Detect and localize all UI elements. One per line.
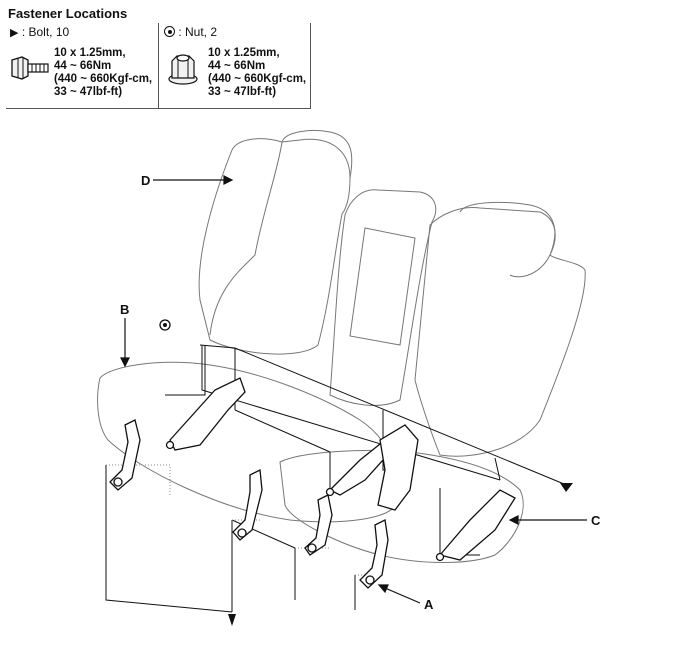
bolt-legend-header: ▶ : Bolt, 10 bbox=[10, 25, 69, 39]
bolt-marker-icon bbox=[228, 614, 236, 626]
nut-legend-label: : Nut, 2 bbox=[178, 25, 218, 39]
nut-marker-icon bbox=[159, 319, 171, 331]
right-seatback bbox=[414, 206, 586, 457]
guide-box-left bbox=[199, 344, 565, 485]
bolt-icon bbox=[11, 56, 49, 80]
bolt-spec-line: 44 ~ 66Nm bbox=[54, 60, 112, 72]
left-seat-cushion bbox=[97, 361, 399, 523]
bolt-spec-line: 10 x 1.25mm, bbox=[54, 47, 126, 59]
bracket-8 bbox=[438, 489, 516, 561]
bolt-marker-icon bbox=[560, 483, 573, 492]
legend-divider bbox=[158, 23, 159, 108]
bolt-spec-line: 33 ~ 47lbf-ft) bbox=[54, 86, 123, 98]
bracket-7 bbox=[377, 424, 419, 511]
fastener-legend: ▶ : Bolt, 10 10 x 1.25mm, 44 ~ 66Nm (440… bbox=[6, 23, 311, 109]
bolt-spec: 10 x 1.25mm, 44 ~ 66Nm (440 ~ 660Kgf-cm,… bbox=[54, 47, 152, 99]
page-title: Fastener Locations bbox=[8, 6, 128, 21]
callout-b: B bbox=[120, 302, 130, 317]
nut-legend-header: : Nut, 2 bbox=[164, 25, 217, 39]
center-seatback bbox=[329, 189, 437, 406]
bolt-legend-label: : Bolt, 10 bbox=[21, 25, 70, 39]
bracket-1 bbox=[109, 419, 141, 491]
nut-marker-icon bbox=[164, 26, 175, 37]
guide-box-bottom bbox=[105, 465, 356, 613]
armrest-recess bbox=[349, 227, 416, 346]
nut-spec-line: 44 ~ 66Nm bbox=[208, 60, 266, 72]
bracket-3 bbox=[304, 494, 333, 556]
nut-spec-line: (440 ~ 660Kgf-cm, bbox=[208, 73, 307, 85]
callout-c: C bbox=[591, 513, 601, 528]
bracket-2 bbox=[232, 468, 263, 541]
nut-spec: 10 x 1.25mm, 44 ~ 66Nm (440 ~ 660Kgf-cm,… bbox=[208, 47, 306, 99]
bolt-spec-line: (440 ~ 660Kgf-cm, bbox=[54, 73, 153, 85]
left-seatback bbox=[198, 138, 351, 355]
left-headrest bbox=[281, 129, 353, 179]
bracket-5 bbox=[169, 377, 246, 451]
nut-icon bbox=[168, 54, 198, 85]
callout-d: D bbox=[141, 173, 151, 188]
bracket-4 bbox=[359, 519, 389, 589]
right-headrest bbox=[459, 201, 556, 278]
nut-spec-line: 33 ~ 47lbf-ft) bbox=[208, 86, 277, 98]
callout-a: A bbox=[424, 597, 434, 612]
nut-spec-line: 10 x 1.25mm, bbox=[208, 47, 280, 59]
bolt-marker-icon: ▶ bbox=[10, 27, 19, 39]
